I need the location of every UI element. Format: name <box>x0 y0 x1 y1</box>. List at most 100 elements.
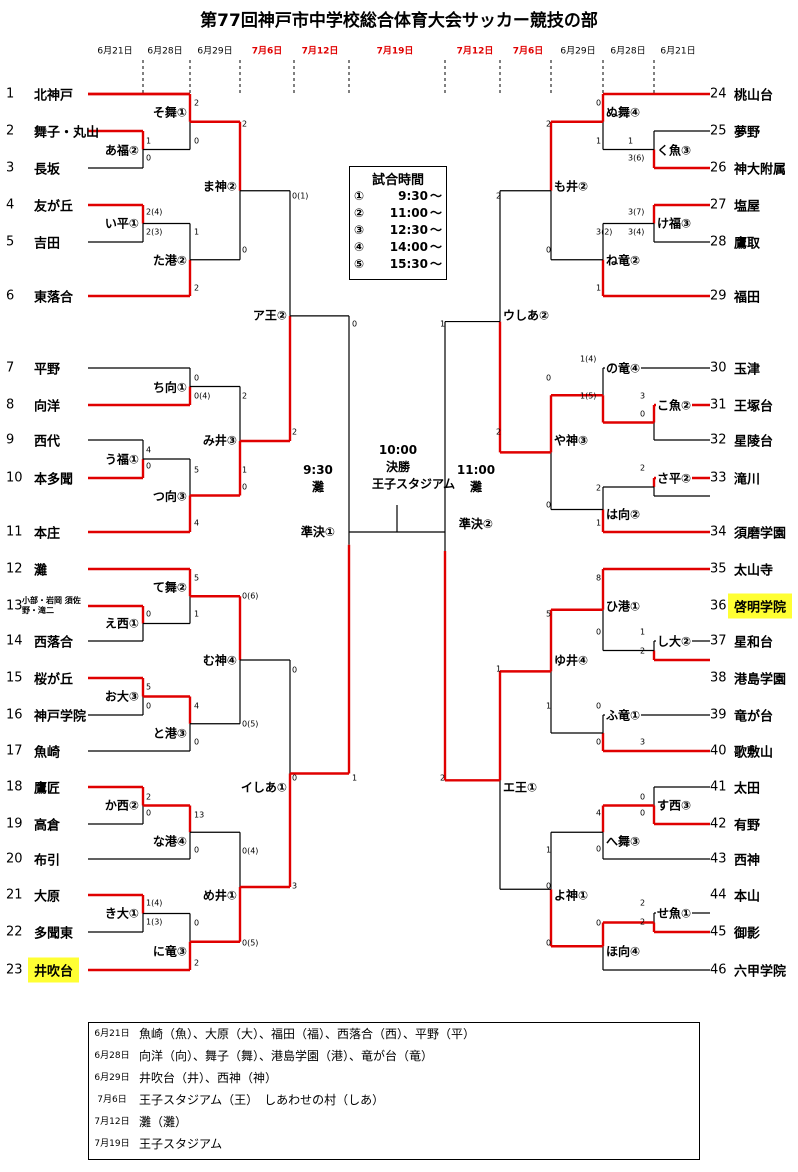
legend-row: 6月28日向洋（向）、舞子（舞）、港島学園（港）、竜が台（竜） <box>94 1049 434 1063</box>
match-label: ぬ舞④ <box>605 103 642 121</box>
team-name: 本多聞 <box>34 472 74 488</box>
match-label: ふ竜① <box>605 706 642 724</box>
score-label: 0(5) <box>242 719 259 729</box>
match-label: む神④ <box>201 651 238 669</box>
match-label: に竜③ <box>151 942 188 960</box>
score-label: 0 <box>292 665 298 675</box>
score-label: 0 <box>146 609 152 619</box>
date-header: 6月21日 <box>660 46 696 57</box>
score-label: 1 <box>596 136 602 146</box>
match-label: し大② <box>656 632 693 650</box>
match-label: ち向① <box>151 378 188 396</box>
match-label: い平① <box>103 214 140 232</box>
date-header: 6月29日 <box>560 46 596 57</box>
score-label: 13 <box>194 810 205 820</box>
team-number: 30 <box>710 360 727 376</box>
match-label: ウしあ② <box>502 306 551 324</box>
team-name: 向洋 <box>34 399 61 415</box>
score-label: 1 <box>242 465 248 475</box>
score-label: 2(3) <box>146 227 163 237</box>
match-label: う福① <box>103 450 140 468</box>
score-label: 3(2) <box>596 227 613 237</box>
team-number: 35 <box>710 561 727 577</box>
team-number: 21 <box>6 887 23 903</box>
score-label: 1(4) <box>146 898 163 908</box>
team-number: 36 <box>710 598 727 614</box>
team-name: 高倉 <box>34 818 61 834</box>
score-label: 0 <box>546 500 552 510</box>
match-label: め井① <box>201 886 238 904</box>
match-label: ア王② <box>251 306 288 324</box>
match-label: も井② <box>553 177 590 195</box>
score-label: 0 <box>194 373 200 383</box>
score-label: 0 <box>546 938 552 948</box>
match-time-title: 試合時間 <box>371 173 424 188</box>
match-label: お大③ <box>103 687 140 705</box>
legend-row: 7月19日王子スタジアム <box>94 1137 223 1151</box>
score-label: 1 <box>440 319 446 329</box>
team-number: 28 <box>710 234 727 250</box>
team-name: 舞子・丸山 <box>34 125 100 141</box>
team-number: 16 <box>6 707 23 723</box>
team-name: 桃山台 <box>734 88 774 104</box>
match-label: ま神② <box>201 177 238 195</box>
team-number: 4 <box>6 197 15 213</box>
score-label: 1 <box>352 773 358 783</box>
team-name: 西落合 <box>34 635 74 651</box>
team-number: 2 <box>6 123 15 139</box>
score-label: 1(4) <box>580 354 597 364</box>
score-label: 0 <box>242 482 248 492</box>
score-label: 3(6) <box>628 153 645 163</box>
match-label: つ向③ <box>151 487 188 505</box>
score-label: 3 <box>292 881 298 891</box>
match-label: あ福② <box>103 141 140 159</box>
match-label: や神③ <box>553 431 590 449</box>
score-label: 1 <box>194 227 200 237</box>
score-label: 2 <box>496 427 502 437</box>
team-number: 34 <box>710 524 727 540</box>
match-label: こ魚② <box>656 396 693 414</box>
team-name: 灘 <box>34 563 48 579</box>
score-label: 0(5) <box>242 938 259 948</box>
team-number: 18 <box>6 779 23 795</box>
score-label: 0 <box>640 808 646 818</box>
team-number: 11 <box>6 524 23 540</box>
team-name: 星和台 <box>734 635 774 651</box>
match-label: き大① <box>103 904 140 922</box>
semifinal-2-label: 準決② <box>458 517 494 531</box>
team-name: 竜が台 <box>734 709 774 725</box>
team-name: 西代 <box>34 434 61 450</box>
score-label: 2 <box>640 898 646 908</box>
team-number: 37 <box>710 633 727 649</box>
score-label: 4 <box>596 808 602 818</box>
team-name: 本山 <box>734 889 761 905</box>
team-name: 魚崎 <box>34 745 61 761</box>
semifinal-1-label: 準決① <box>300 525 336 539</box>
team-name: 啓明学院 <box>728 593 793 619</box>
score-label: 2 <box>640 646 646 656</box>
score-label: 0(4) <box>194 391 211 401</box>
match-label: か西② <box>103 796 140 814</box>
team-name: 福田 <box>734 290 761 306</box>
team-number: 38 <box>710 670 727 686</box>
score-label: 0 <box>596 737 602 747</box>
match-label: さ平② <box>656 469 693 487</box>
score-label: 0 <box>146 153 152 163</box>
match-label: ほ向④ <box>605 942 642 960</box>
team-name: 西神 <box>734 853 761 869</box>
team-number: 31 <box>710 397 727 413</box>
score-label: 0(6) <box>242 591 259 601</box>
team-name: 吉田 <box>34 236 61 252</box>
score-label: 3 <box>640 391 646 401</box>
team-name: 王塚台 <box>734 399 774 415</box>
team-name: 塩屋 <box>734 199 761 215</box>
score-label: 4 <box>146 445 152 455</box>
score-label: 0 <box>146 701 152 711</box>
score-label: 2 <box>440 773 446 783</box>
match-label: せ魚① <box>656 904 693 922</box>
team-number: 43 <box>710 851 727 867</box>
